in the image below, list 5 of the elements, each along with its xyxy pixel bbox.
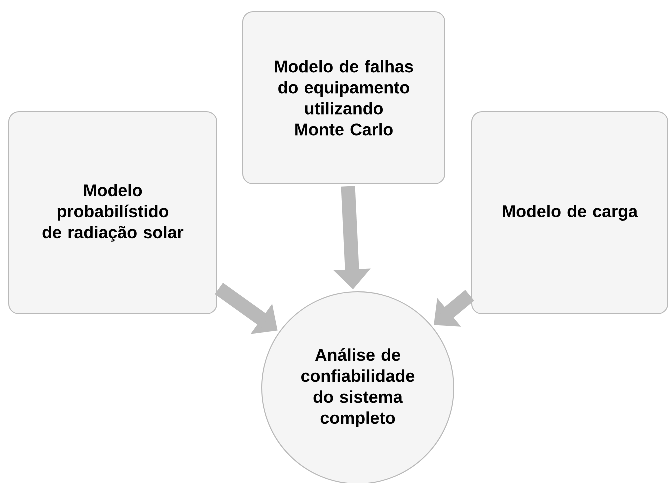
block-arrow (434, 290, 474, 327)
rounded-box: Modelo de falhas do equipamento utilizando Monte Carlo (242, 12, 446, 184)
circle-node: Análise de confiabilidade do sistema completo (262, 292, 454, 483)
rounded-box: Modelo probabilístido de radiação solar (8, 112, 218, 314)
rounded-box: Modelo de carga (472, 112, 668, 314)
